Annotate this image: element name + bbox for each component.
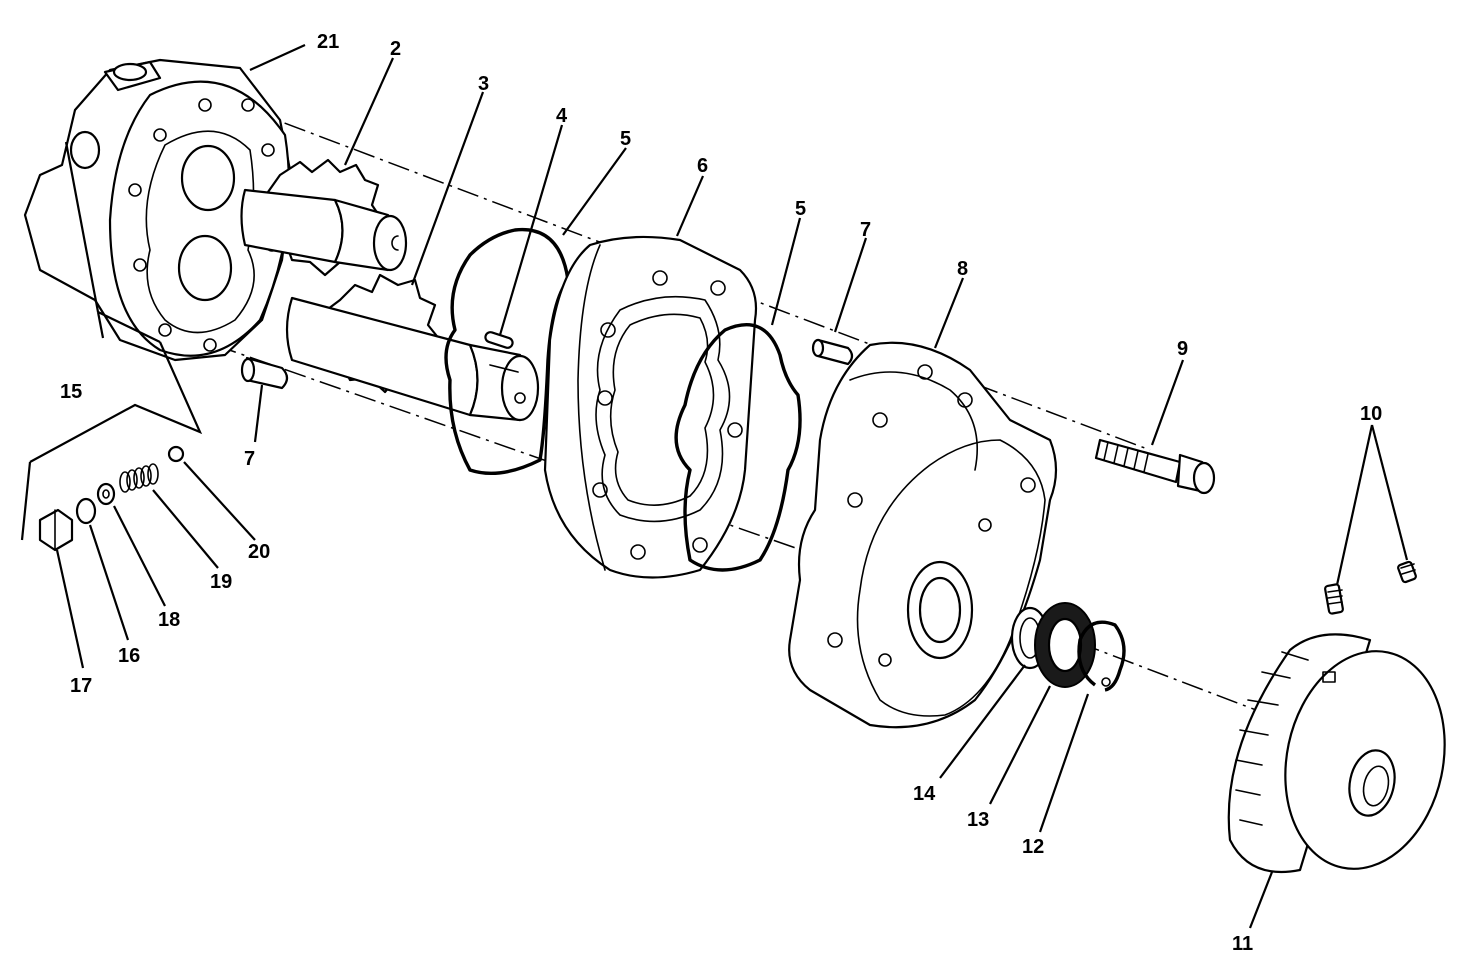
part-11-pulley xyxy=(1227,633,1446,874)
part-12-retaining-ring xyxy=(1077,620,1126,692)
callout-9: 9 xyxy=(1177,338,1188,360)
callout-21: 21 xyxy=(317,31,339,53)
part-4-key xyxy=(484,331,514,349)
callout-7-right: 7 xyxy=(860,219,871,241)
callout-8: 8 xyxy=(957,258,968,280)
callout-5-left: 5 xyxy=(620,128,631,150)
part-3-driven-gear xyxy=(285,273,540,422)
part-17-plug xyxy=(38,508,74,552)
callout-11: 11 xyxy=(1232,933,1253,955)
callout-15: 15 xyxy=(60,381,82,403)
callout-3: 3 xyxy=(478,73,489,95)
callout-labels: 21 2 3 4 5 6 5 7 8 9 10 15 7 20 19 18 16… xyxy=(60,31,1382,955)
callout-13: 13 xyxy=(967,809,989,831)
callout-4: 4 xyxy=(556,105,568,127)
part-2-drive-gear xyxy=(240,158,408,277)
assembly-axis-lines xyxy=(214,109,1336,741)
part-7-dowel-pin-left xyxy=(240,356,289,390)
part-20-ball xyxy=(167,445,185,463)
callout-10: 10 xyxy=(1360,403,1382,425)
part-16-o-ring xyxy=(75,497,97,525)
part-21-pump-body xyxy=(23,58,294,362)
callout-17: 17 xyxy=(70,675,92,697)
part-6-gear-housing xyxy=(543,235,758,579)
callout-6: 6 xyxy=(697,155,708,177)
part-9-cap-screw xyxy=(1094,438,1216,495)
part-19-spring xyxy=(119,463,159,493)
leader-lines xyxy=(20,43,1409,929)
part-18-shim xyxy=(96,482,116,506)
callout-2: 2 xyxy=(390,38,401,60)
callout-20: 20 xyxy=(248,541,270,563)
callout-18: 18 xyxy=(158,609,180,631)
callout-7-left: 7 xyxy=(244,448,255,470)
part-7-dowel-pin-right xyxy=(811,338,854,366)
part-8-front-cover xyxy=(788,341,1058,729)
part-5-o-ring-right xyxy=(674,323,802,572)
callout-5-right: 5 xyxy=(795,198,806,220)
callout-14: 14 xyxy=(913,783,936,805)
part-10-set-screws xyxy=(1324,560,1417,615)
callout-12: 12 xyxy=(1022,836,1044,858)
callout-16: 16 xyxy=(118,645,140,667)
callout-19: 19 xyxy=(210,571,232,593)
